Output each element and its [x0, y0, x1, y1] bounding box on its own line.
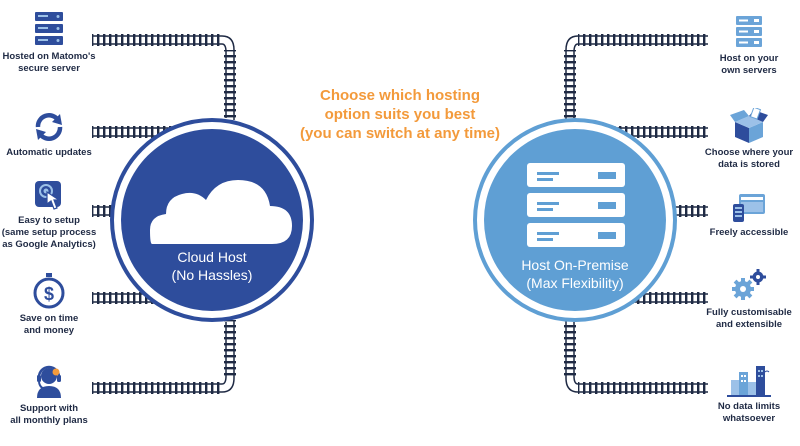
feature-freely-accessible: Freely accessible	[694, 192, 800, 239]
feature-hosted-on-matomo: Hosted on Matomo's secure server	[0, 10, 104, 75]
on-premise-subtitle: (Max Flexibility)	[526, 275, 624, 291]
feature-automatic-updates: Automatic updates	[0, 110, 104, 159]
feature-line: secure server	[18, 63, 80, 74]
feature-easy-to-setup: Easy to setup (same setup process as Goo…	[0, 178, 104, 251]
feature-customisable: Fully customisable and extensible	[694, 268, 800, 331]
cloud-host-subtitle: (No Hassles)	[171, 267, 253, 283]
rail-track-r1	[564, 34, 708, 120]
server-stack-icon	[736, 16, 762, 47]
feature-line: Automatic updates	[6, 147, 92, 158]
city-skyline-icon	[727, 366, 771, 397]
server-rack-icon	[35, 12, 63, 45]
feature-line: and extensible	[716, 319, 782, 330]
dollar-stopwatch-icon: $	[33, 273, 65, 309]
svg-text:$: $	[44, 284, 54, 304]
rail-track-5	[92, 320, 236, 394]
on-premise-title: Host On-Premise	[521, 257, 629, 273]
feature-line: and money	[23, 325, 75, 336]
gears-icon	[732, 269, 766, 300]
feature-line: Save on time	[19, 313, 79, 324]
headline-line-1: Choose which hosting	[320, 87, 480, 104]
devices-icon	[733, 194, 765, 222]
rail-track-r5	[564, 320, 708, 394]
cloud-host-label: Cloud Host (No Hassles)	[132, 248, 292, 284]
cloud-icon	[150, 180, 292, 244]
rail-track-1	[92, 34, 236, 120]
feature-line: data is stored	[718, 159, 780, 170]
feature-line: own servers	[721, 65, 777, 76]
feature-choose-data-storage: Choose where your data is stored	[694, 108, 800, 171]
touch-screen-icon	[35, 181, 61, 210]
refresh-arrows-icon	[35, 113, 63, 141]
feature-support: Support with all monthly plans	[0, 362, 104, 427]
headline-line-2: option suits you best	[324, 106, 476, 123]
headline: Choose which hosting option suits you be…	[280, 86, 520, 143]
feature-line: No data limits	[717, 401, 781, 412]
feature-line: Fully customisable	[706, 307, 792, 318]
feature-line: Easy to setup	[18, 215, 80, 226]
on-premise-label: Host On-Premise (Max Flexibility)	[495, 256, 655, 292]
feature-line: all monthly plans	[10, 415, 88, 426]
feature-line: Choose where your	[704, 147, 794, 158]
server-stack-hub-icon	[527, 163, 625, 247]
feature-line: (same setup process	[1, 227, 97, 238]
feature-line: Hosted on Matomo's	[2, 51, 96, 62]
feature-line: Support with	[19, 403, 79, 414]
feature-line: Freely accessible	[709, 227, 789, 238]
open-box-icon	[730, 108, 768, 143]
feature-line: Host on your	[719, 53, 779, 64]
headline-line-3: (you can switch at any time)	[299, 125, 501, 142]
cloud-host-title: Cloud Host	[177, 249, 247, 265]
cloud-host-hub	[110, 118, 314, 322]
feature-save-time-money: $ Save on time and money	[0, 272, 104, 337]
feature-no-data-limits: No data limits whatsoever	[694, 362, 800, 425]
feature-line: whatsoever	[722, 413, 776, 424]
feature-host-own-servers: Host on your own servers	[694, 14, 800, 77]
feature-line: as Google Analytics)	[2, 239, 96, 250]
on-premise-hub	[473, 118, 677, 322]
headset-support-icon	[37, 365, 61, 398]
